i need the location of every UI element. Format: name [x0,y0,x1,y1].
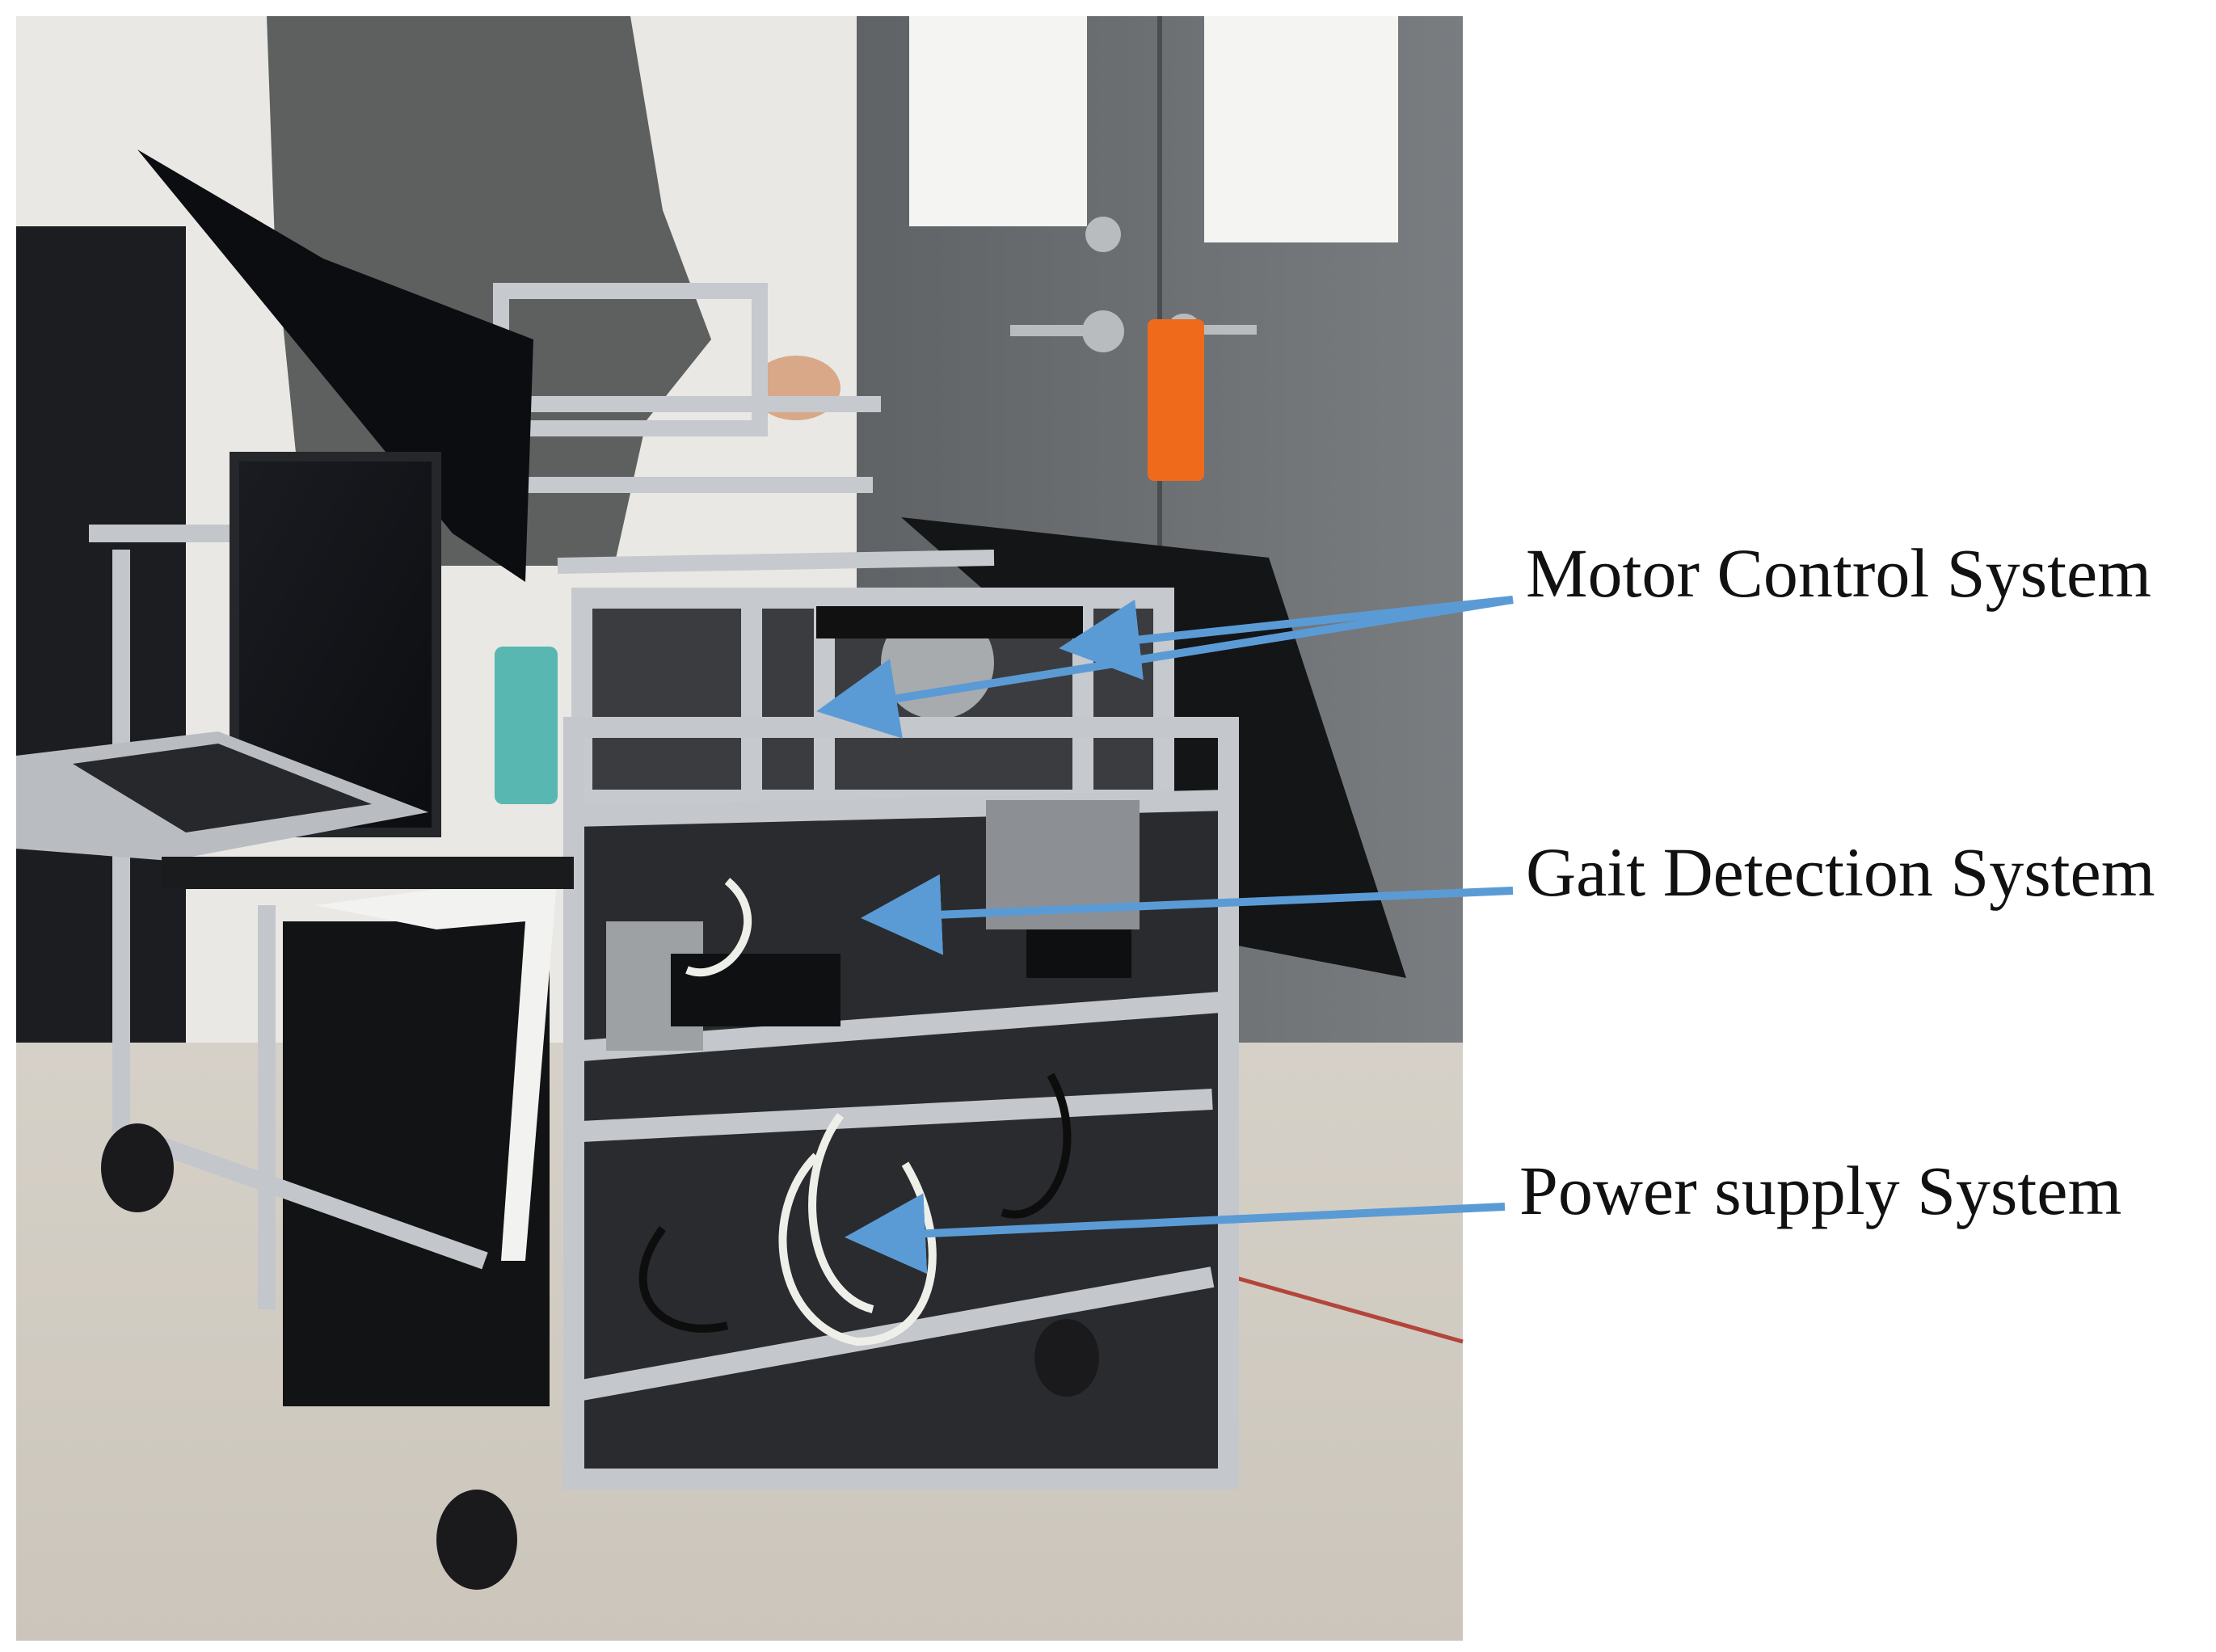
cables [685,878,937,1346]
annotation-arrows [816,596,1514,1275]
wheels [101,1123,1099,1590]
gait-detection-label: Gait Detection System [1526,833,2155,911]
switch-box [495,647,558,804]
front-left-panel [283,921,550,1406]
motor-arrow-lower [816,596,1514,739]
gait-arrow [861,874,1514,955]
shelf-bracket [315,873,558,1261]
paper-patch-left [909,16,1087,226]
door-hanger [1148,319,1204,481]
power-supply-label: Power supply System [1519,1152,2122,1229]
paper-patch-right [1204,16,1398,242]
laptop-keyboard [73,744,372,832]
sofa [16,226,186,1132]
power-arrow [845,1193,1506,1275]
cart [89,283,1406,1590]
laptop [16,150,574,889]
motor-control-label: Motor Control System [1526,534,2152,612]
